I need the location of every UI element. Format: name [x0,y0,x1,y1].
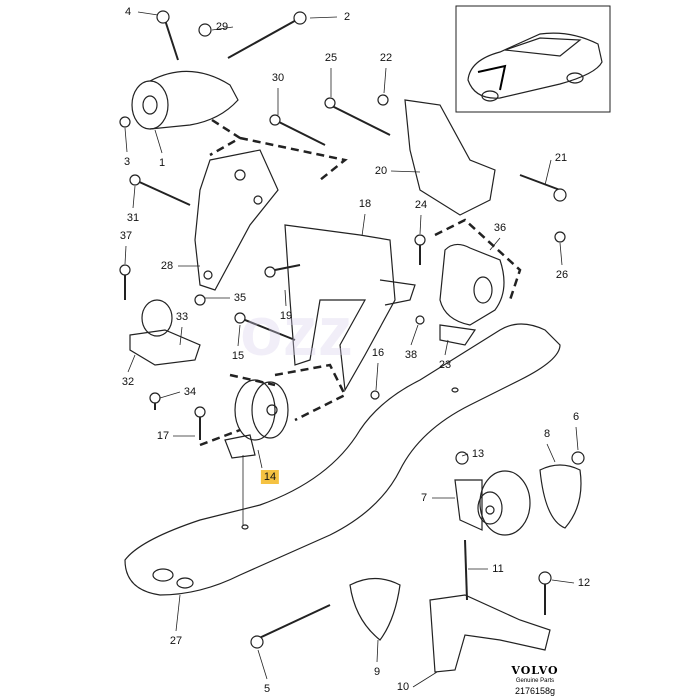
callout-27: 27 [169,635,183,647]
callout-26: 26 [555,269,569,281]
callout-32: 32 [121,376,135,388]
callout-9: 9 [373,666,381,678]
callout-4: 4 [124,6,132,18]
callout-25: 25 [324,52,338,64]
genuine-parts-text: Genuine Parts [515,678,555,684]
callout-22: 22 [379,52,393,64]
volvo-logo: VOLVO [511,664,559,677]
callout-11: 11 [492,563,504,575]
callout-8: 8 [543,428,551,440]
callout-13: 13 [471,448,485,460]
callout-20: 20 [374,165,388,177]
diagram-part-number: 2176158g [514,686,556,696]
callout-35: 35 [233,292,247,304]
callout-14: 14 [260,470,280,484]
callout-28: 28 [160,260,174,272]
callout-29: 29 [215,21,229,33]
callout-24: 24 [414,199,428,211]
callout-7: 7 [420,492,428,504]
watermark: ozz [240,292,353,370]
callout-12: 12 [577,577,591,589]
callout-30: 30 [271,72,285,84]
callout-34: 34 [183,386,197,398]
callout-17: 17 [156,430,170,442]
callout-3: 3 [123,156,131,168]
callout-15: 15 [231,350,245,362]
callout-10: 10 [396,681,410,693]
callout-37: 37 [119,230,133,242]
callout-23: 23 [438,359,452,371]
callout-38: 38 [404,349,418,361]
callout-36: 36 [493,222,507,234]
callout-19: 19 [279,310,293,322]
vehicle-inset [455,5,611,113]
callout-1: 1 [158,157,166,169]
callout-31: 31 [126,212,140,224]
callout-16: 16 [371,347,385,359]
callout-6: 6 [572,411,580,423]
crossmember [124,323,561,596]
callout-33: 33 [175,311,189,323]
callout-21: 21 [554,152,568,164]
callout-18: 18 [358,198,372,210]
callout-2: 2 [343,11,351,23]
callout-5: 5 [263,683,271,695]
